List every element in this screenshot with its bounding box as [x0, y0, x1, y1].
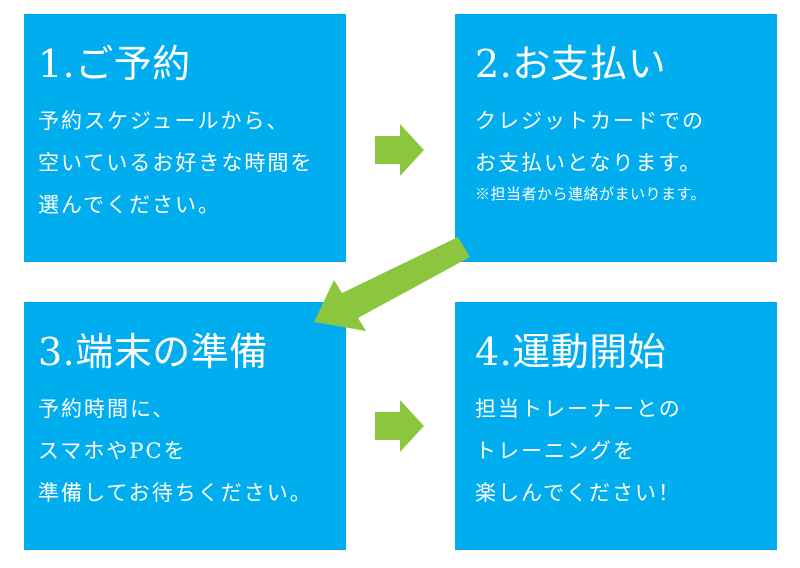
step-2-line-2: お支払いとなります。 [475, 151, 703, 175]
step-4-box: 4.運動開始 担当トレーナーとの トレーニングを 楽しんでください！ [455, 302, 777, 550]
arrow-right-icon [375, 400, 424, 452]
step-3-line-1: 予約時間に、 [38, 397, 176, 421]
step-3-title: 3.端末の準備 [38, 330, 268, 374]
step-2-note: ※担当者から連絡がまいります。 [475, 185, 707, 203]
step-4-body: 担当トレーナーとの トレーニングを 楽しんでください！ [475, 388, 682, 514]
step-1-line-1: 予約スケジュールから、 [38, 109, 290, 133]
step-1-title: 1.ご予約 [38, 42, 191, 86]
step-3-line-3: 準備してお待ちください。 [38, 481, 313, 505]
step-2-title: 2.お支払い [475, 42, 667, 86]
step-3-line-2: スマホやPCを [38, 439, 187, 463]
arrow-right-icon [375, 124, 424, 176]
step-1-line-3: 選んでください。 [38, 193, 221, 217]
step-1-line-2: 空いているお好きな時間を [38, 151, 314, 175]
step-2-line-1: クレジットカードでの [475, 109, 705, 133]
step-4-line-3: 楽しんでください！ [475, 481, 681, 505]
step-2-body: クレジットカードでの お支払いとなります。 ※担当者から連絡がまいります。 [475, 100, 706, 204]
step-1-body: 予約スケジュールから、 空いているお好きな時間を 選んでください。 [38, 100, 313, 226]
step-1-box: 1.ご予約 予約スケジュールから、 空いているお好きな時間を 選んでください。 [24, 14, 346, 262]
step-4-line-2: トレーニングを [475, 439, 636, 463]
step-4-title: 4.運動開始 [475, 330, 667, 374]
step-4-line-1: 担当トレーナーとの [475, 397, 682, 421]
step-3-body: 予約時間に、 スマホやPCを 準備してお待ちください。 [38, 388, 313, 514]
step-3-box: 3.端末の準備 予約時間に、 スマホやPCを 準備してお待ちください。 [24, 302, 346, 550]
step-2-box: 2.お支払い クレジットカードでの お支払いとなります。 ※担当者から連絡がまい… [455, 14, 777, 262]
